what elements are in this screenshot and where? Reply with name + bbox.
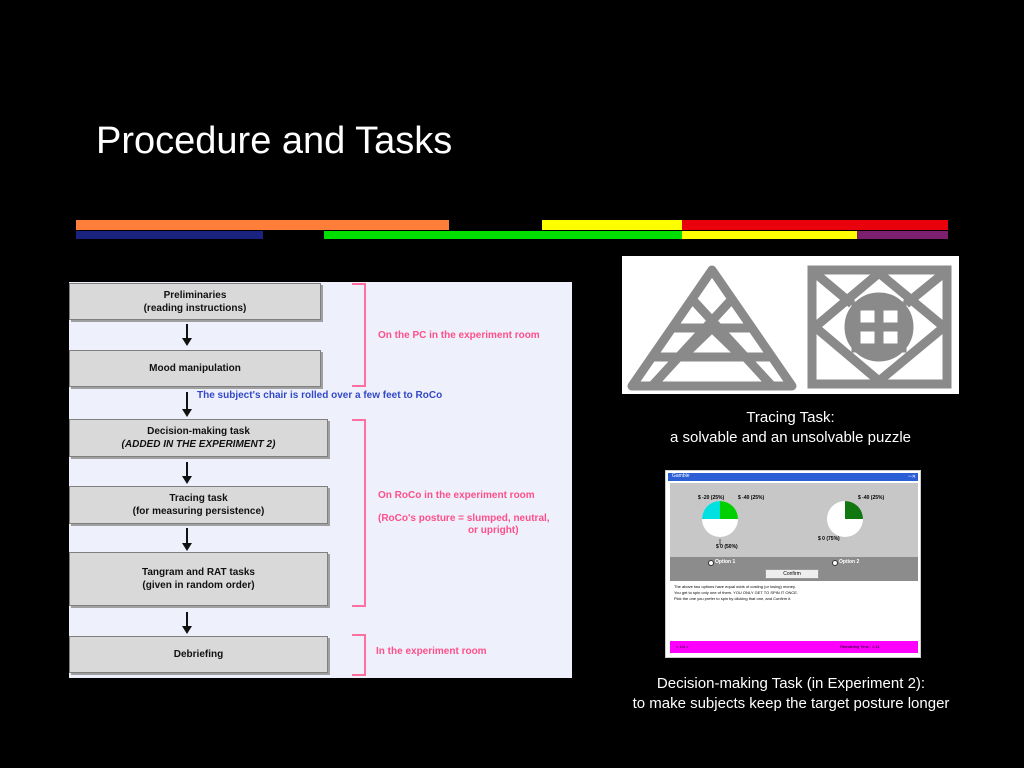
pie1-label-a: $ -20 (25%)	[698, 495, 725, 501]
dm-pies	[702, 501, 863, 545]
chair-note: The subject's chair is rolled over a few…	[197, 390, 443, 401]
bracket-note-posture-1: (RoCo's posture = slumped, neutral,	[378, 513, 550, 524]
bracket-note-posture-2: or upright)	[468, 525, 519, 536]
dm-pies-area: $ -20 (25%) $ -40 (25%) $ 0 (50%) $ -40 …	[670, 483, 918, 557]
stripe-yellow-bottom	[682, 231, 857, 239]
flow-box-debriefing: Debriefing	[69, 636, 328, 673]
stripe-purple	[857, 231, 948, 239]
dm-instruction-line: You get to spin only one of them. YOU ON…	[674, 590, 799, 595]
decision-caption: Decision-making Task (in Experiment 2): …	[600, 674, 982, 714]
bracket-roco-room	[352, 419, 366, 607]
flow-box-title: Decision-making task	[147, 426, 250, 437]
stripe-red	[682, 220, 948, 230]
stripe-orange	[76, 220, 449, 230]
dm-instruction-line: The above two options have equal odds of…	[674, 584, 796, 589]
tracing-puzzle-image	[622, 256, 959, 394]
flow-box-title: Tangram and RAT tasks	[142, 567, 255, 578]
option2-radio[interactable]	[832, 560, 838, 566]
flow-box-preliminaries: Preliminaries (reading instructions)	[69, 283, 321, 320]
bracket-exp-room	[352, 634, 366, 676]
flow-box-subtitle: (ADDED IN THE EXPERIMENT 2)	[121, 439, 276, 450]
dm-options-bar: Option 1 Option 2 Confirm	[670, 557, 918, 581]
pie2-label-a: $ -40 (25%)	[858, 495, 885, 501]
flow-box-mood: Mood manipulation	[69, 350, 321, 387]
flow-box-title: Mood manipulation	[149, 363, 241, 374]
flow-box-subtitle: (given in random order)	[142, 580, 255, 591]
pie1-label-c: $ 0 (50%)	[716, 544, 738, 550]
flow-box-title: Preliminaries	[163, 289, 227, 301]
dm-window-controls-icon: ▫▫✕	[908, 474, 916, 480]
solvable-triangle-puzzle	[627, 265, 797, 391]
pie-option-1	[702, 501, 738, 537]
bracket-note-pc-room: On the PC in the experiment room	[378, 330, 540, 341]
procedure-flowchart: Preliminaries (reading instructions) Moo…	[69, 282, 572, 678]
flow-box-subtitle: (reading instructions)	[143, 302, 247, 314]
dm-window-title: Gamble	[672, 473, 690, 479]
dm-status-bar: < 1/4 > Remaining Time : 2:11	[670, 641, 918, 653]
stripe-green	[324, 231, 682, 239]
dm-status-left: < 1/4 >	[676, 644, 689, 649]
pie2-label-c: $ 0 (75%)	[818, 536, 840, 542]
dm-titlebar: Gamble ▫▫✕	[668, 473, 918, 481]
tracing-caption: Tracing Task: a solvable and an unsolvab…	[622, 408, 959, 448]
flow-box-tracing: Tracing task (for measuring persistence)	[69, 486, 328, 524]
flow-box-tangram-rat: Tangram and RAT tasks (given in random o…	[69, 552, 328, 606]
slide-title: Procedure and Tasks	[96, 120, 453, 162]
confirm-button[interactable]: Confirm	[765, 569, 819, 579]
tracing-caption-line1: Tracing Task:	[746, 409, 835, 426]
flow-box-title: Debriefing	[173, 649, 224, 660]
decision-caption-line2: to make subjects keep the target posture…	[632, 695, 950, 712]
stripe-yellow-top	[542, 220, 682, 230]
flow-box-subtitle: (for measuring persistence)	[132, 506, 265, 517]
option1-label: Option 1	[715, 559, 736, 565]
bracket-note-roco-room: On RoCo in the experiment room	[378, 490, 535, 501]
dm-instruction-line: Pick the one you prefer to spin by click…	[674, 596, 792, 601]
flow-box-decision-making: Decision-making task (ADDED IN THE EXPER…	[69, 419, 328, 457]
bracket-note-exp-room: In the experiment room	[376, 646, 487, 657]
pie-option-2	[827, 501, 863, 537]
option2-label: Option 2	[839, 559, 860, 565]
bracket-pc-room	[352, 283, 366, 387]
dm-status-right: Remaining Time : 2:11	[840, 644, 880, 649]
stripe-navy	[76, 231, 263, 239]
decision-caption-line1: Decision-making Task (in Experiment 2):	[656, 675, 926, 692]
tracing-caption-line2: a solvable and an unsolvable puzzle	[669, 429, 911, 446]
dm-instructions: The above two options have equal odds of…	[670, 581, 918, 641]
puzzle-drawing	[627, 265, 952, 391]
option1-radio[interactable]	[708, 560, 714, 566]
flow-box-title: Tracing task	[169, 493, 228, 504]
pie1-label-b: $ -40 (25%)	[738, 495, 765, 501]
decision-task-screenshot: Gamble ▫▫✕ $ -20 (25%) $ -40 (25%) $ 0 (…	[665, 470, 921, 658]
unsolvable-square-puzzle	[807, 265, 952, 389]
